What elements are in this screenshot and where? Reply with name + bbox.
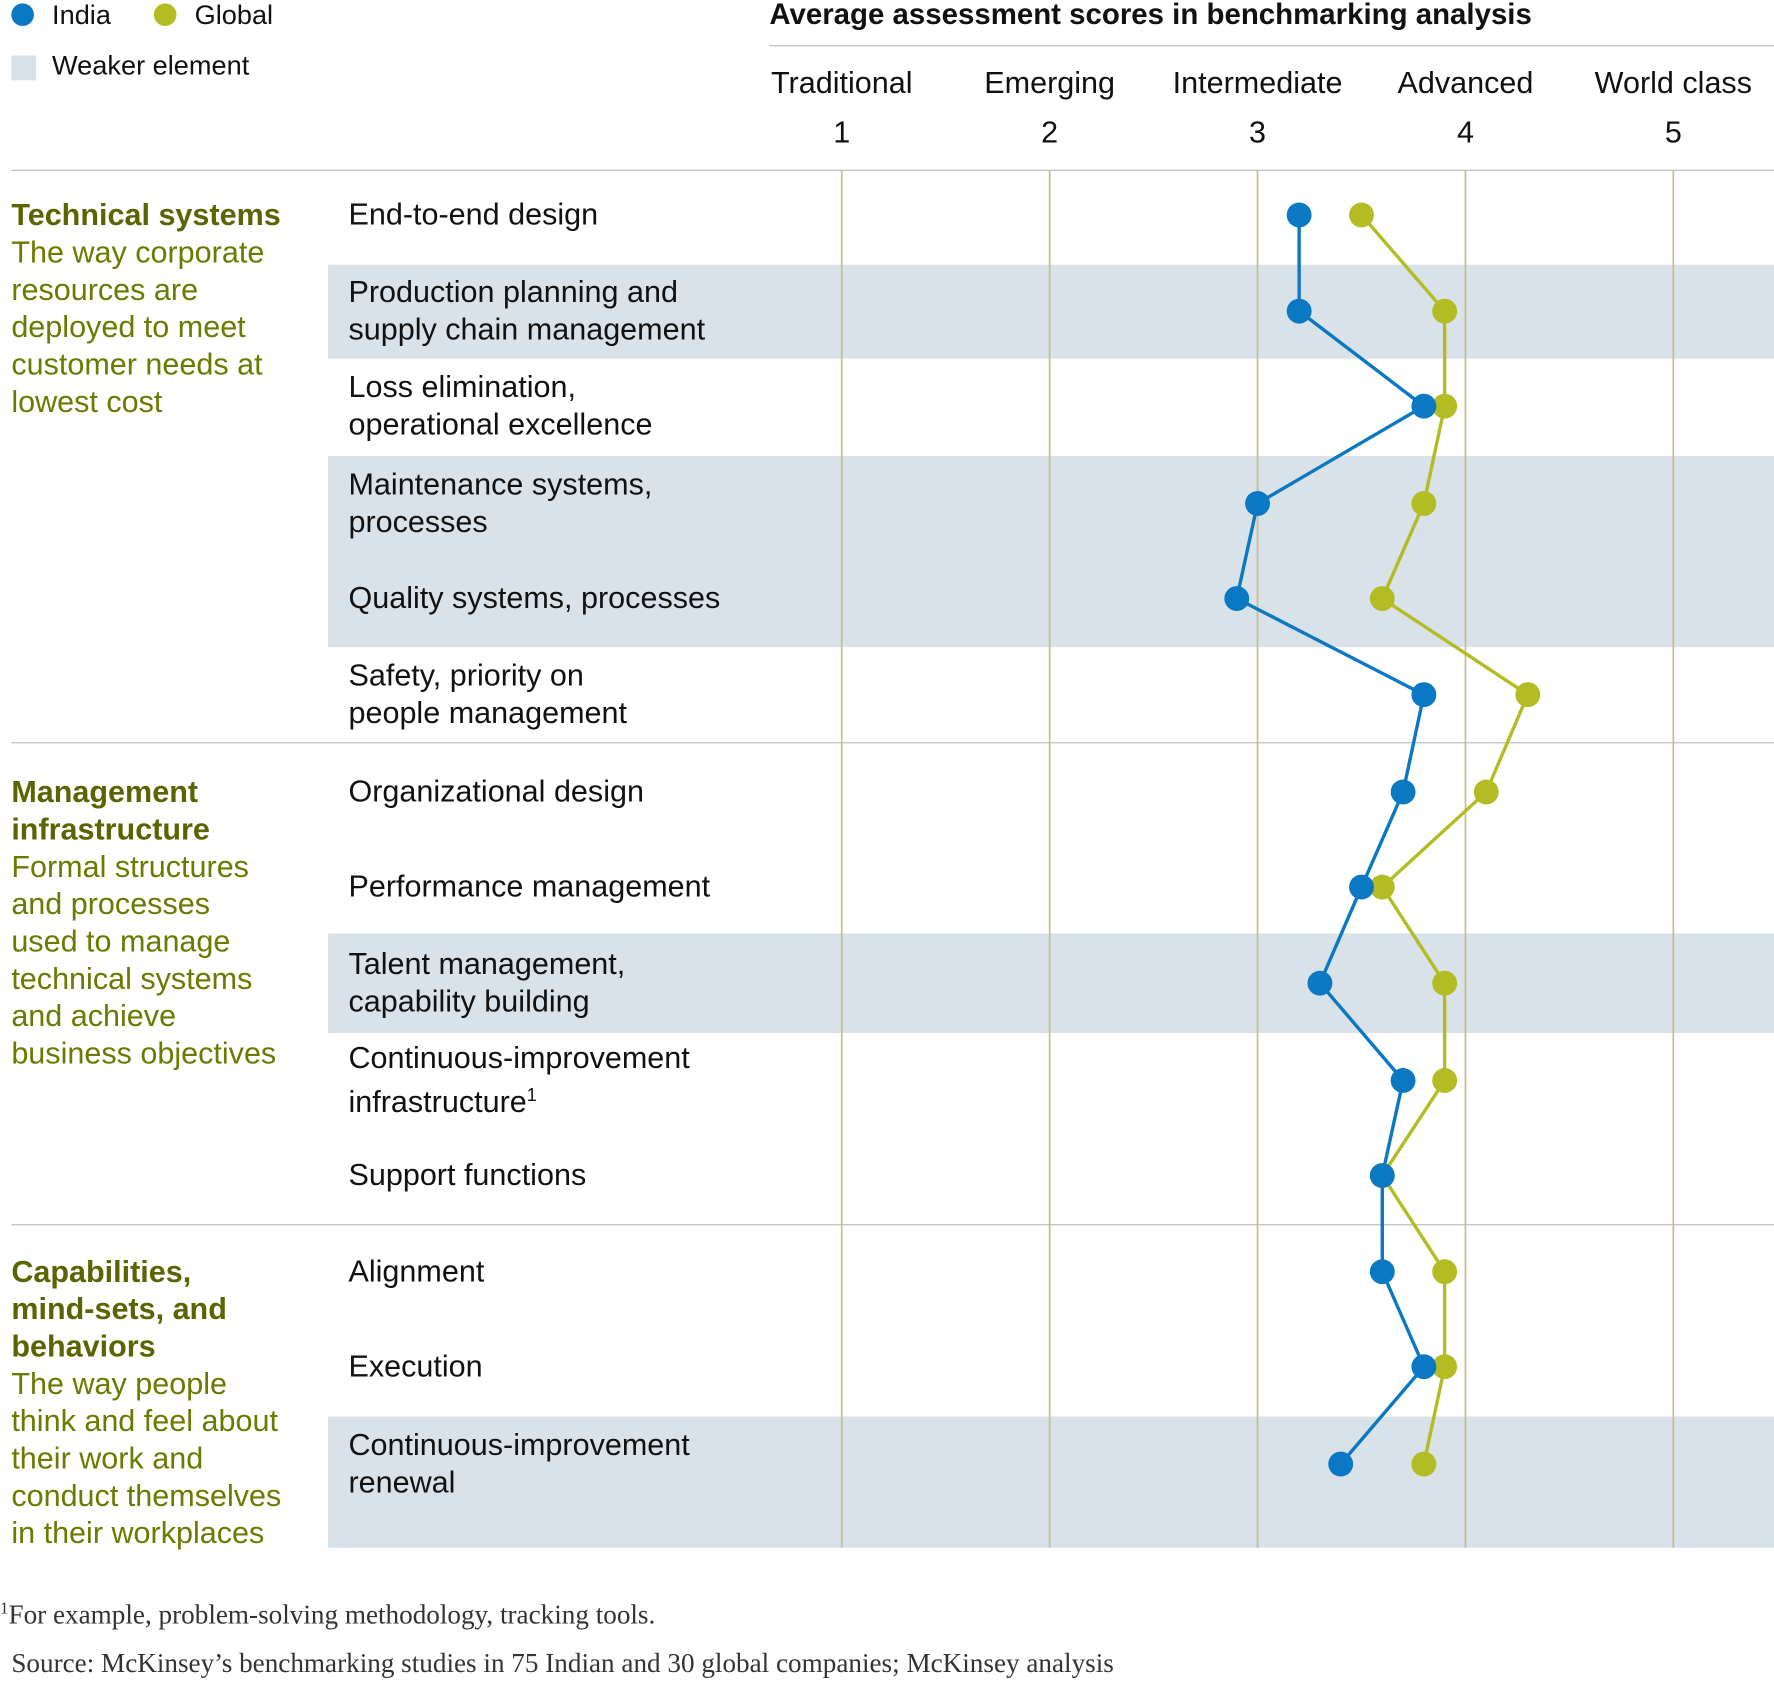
scale-label: Traditional <box>771 65 913 100</box>
category-label: Alignment <box>348 1253 484 1290</box>
category-text: Performance management <box>348 869 711 904</box>
section-title: Technical systems <box>11 197 281 232</box>
india-point <box>1390 1068 1416 1093</box>
tick-label: 2 <box>1041 115 1059 150</box>
global-point <box>1432 1259 1458 1285</box>
footnote-text: For example, problem-solving methodology… <box>8 1600 656 1631</box>
footnote-ref: 1 <box>526 1086 537 1106</box>
category-label: Performance management <box>348 868 710 905</box>
india-legend-marker <box>11 3 34 27</box>
category-label: Maintenance systems, processes <box>348 466 652 541</box>
category-label: Execution <box>348 1348 482 1385</box>
section-description: Formal structures and processes used to … <box>11 849 277 1071</box>
global-point <box>1473 779 1499 805</box>
section-capabilities: Capabilities, mind-sets, and behaviors T… <box>11 1254 316 1553</box>
india-point <box>1286 202 1312 228</box>
category-label: Continuous-improvement infrastructure1 <box>348 1040 689 1121</box>
section-description: The way people think and feel about thei… <box>11 1366 282 1551</box>
category-label: Quality systems, processes <box>348 580 720 617</box>
category-text: Quality systems, processes <box>348 580 721 615</box>
global-point <box>1369 874 1395 900</box>
global-line <box>1360 213 1530 1465</box>
india-point <box>1411 393 1437 419</box>
category-label: End-to-end design <box>348 196 598 233</box>
section-title: Management infrastructure <box>11 775 210 847</box>
category-label: Talent management, capability building <box>348 946 625 1021</box>
title-rule <box>769 45 1774 47</box>
scale-label: Emerging <box>984 65 1116 100</box>
weaker-legend-marker <box>11 55 37 81</box>
india-point <box>1349 874 1374 900</box>
category-text: Organizational design <box>348 774 644 809</box>
section-description: The way corporate resources are deployed… <box>11 235 265 419</box>
global-legend-label: Global <box>194 0 274 31</box>
india-point <box>1369 1259 1395 1285</box>
india-point <box>1411 1354 1437 1380</box>
global-point <box>1411 491 1437 516</box>
weaker-legend-label: Weaker element <box>52 50 250 82</box>
global-legend-marker <box>153 3 177 27</box>
tick-label: 5 <box>1664 115 1682 150</box>
global-point <box>1432 298 1458 324</box>
category-text: Talent management, capability building <box>348 946 626 1019</box>
section-management-infrastructure: Management infrastructure Formal structu… <box>11 774 316 1073</box>
global-point <box>1432 393 1458 419</box>
global-point <box>1349 202 1374 228</box>
category-label: Support functions <box>348 1157 586 1194</box>
scale-label: Intermediate <box>1172 65 1343 100</box>
global-point <box>1515 682 1541 708</box>
global-point <box>1411 1451 1437 1477</box>
section-divider <box>11 1224 1774 1226</box>
category-text: Continuous-improvement renewal <box>348 1427 690 1500</box>
category-text: Loss elimination, operational excellence <box>348 369 653 442</box>
global-point <box>1369 586 1395 611</box>
india-point <box>1328 1451 1354 1477</box>
chart-title: Average assessment scores in benchmarkin… <box>769 0 1532 31</box>
category-text: End-to-end design <box>348 197 599 232</box>
category-text: Maintenance systems, processes <box>348 467 653 539</box>
india-point <box>1224 586 1250 611</box>
india-legend-label: India <box>52 0 111 31</box>
category-text: Continuous-improvement infrastructure <box>348 1040 690 1119</box>
weaker-band <box>328 1416 1774 1548</box>
category-text: Support functions <box>348 1157 587 1192</box>
category-text: Execution <box>348 1349 483 1384</box>
source-note: Source: McKinsey’s benchmarking studies … <box>11 1649 1114 1679</box>
india-point <box>1411 682 1437 708</box>
tick-label: 3 <box>1249 115 1267 150</box>
category-text: Production planning and supply chain man… <box>348 274 706 347</box>
india-point <box>1307 970 1333 996</box>
tick-label: 4 <box>1456 115 1474 150</box>
scale-label: Advanced <box>1397 65 1534 100</box>
india-point <box>1369 1163 1395 1188</box>
section-technical-systems: Technical systems The way corporate reso… <box>11 197 316 421</box>
category-text: Safety, priority on people management <box>348 658 628 730</box>
india-point <box>1245 491 1270 516</box>
india-point <box>1286 298 1312 324</box>
tick-label: 1 <box>833 115 851 150</box>
global-point <box>1432 970 1458 996</box>
scale-label: World class <box>1594 65 1752 100</box>
category-text: Alignment <box>348 1254 485 1289</box>
section-divider <box>11 742 1774 744</box>
weaker-band <box>328 264 1774 359</box>
category-label: Organizational design <box>348 773 643 810</box>
category-label: Loss elimination, operational excellence <box>348 369 652 444</box>
global-point <box>1432 1068 1458 1093</box>
footnote: 1For example, problem-solving methodolog… <box>0 1600 655 1632</box>
footnote-marker: 1 <box>0 1599 9 1618</box>
india-point <box>1390 779 1416 805</box>
section-divider <box>11 169 1774 171</box>
india-line <box>1234 214 1427 1466</box>
weaker-band <box>328 933 1774 1033</box>
global-point <box>1432 1354 1458 1380</box>
weaker-band <box>328 455 1774 648</box>
category-label: Production planning and supply chain man… <box>348 274 705 349</box>
section-title: Capabilities, mind-sets, and behaviors <box>11 1254 227 1364</box>
category-label: Safety, priority on people management <box>348 657 627 732</box>
category-label: Continuous-improvement renewal <box>348 1427 689 1502</box>
